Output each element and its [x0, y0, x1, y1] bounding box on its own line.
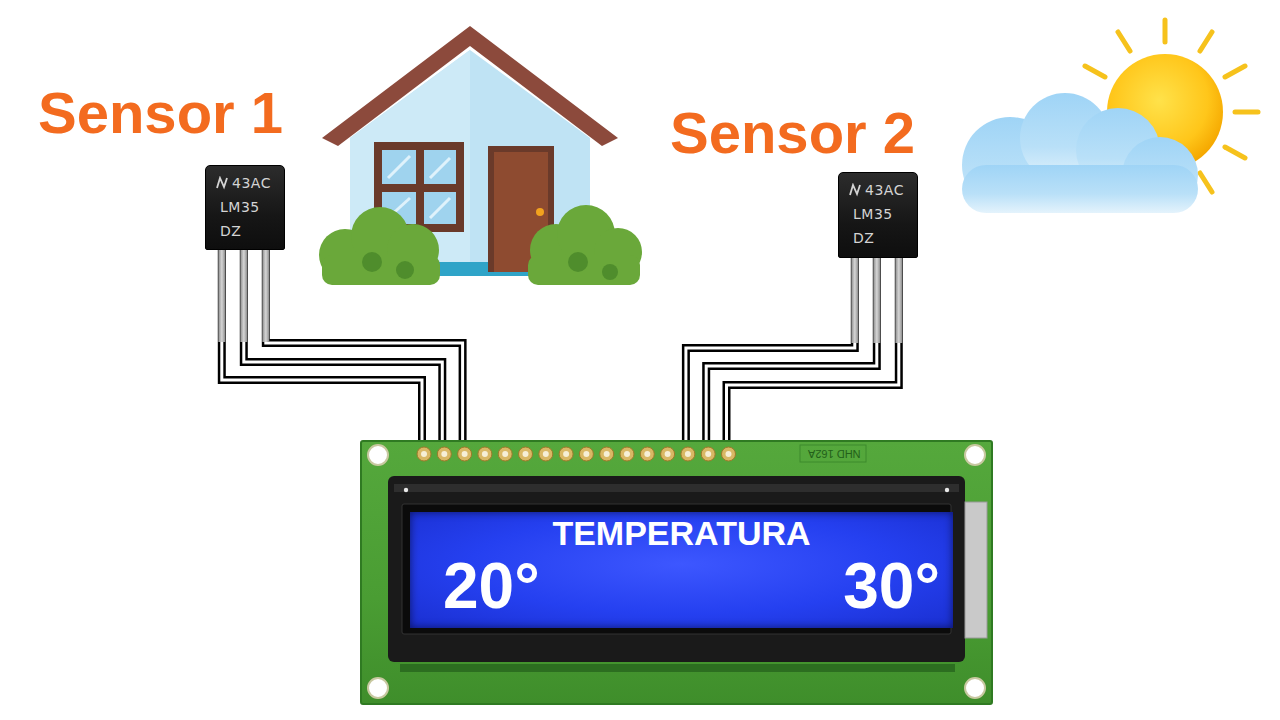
wire-outline	[686, 258, 855, 440]
wire-core	[706, 258, 877, 440]
pin-pad	[437, 447, 451, 461]
mounting-hole	[965, 445, 985, 465]
header-pin	[539, 447, 553, 461]
pin-pad	[661, 447, 675, 461]
chip-marking: 43AC	[232, 176, 271, 190]
pin-pad	[701, 447, 715, 461]
wire	[727, 258, 899, 440]
pin-pad	[417, 447, 431, 461]
header-pin	[620, 447, 634, 461]
header-pin	[458, 447, 472, 461]
pin-pad	[681, 447, 695, 461]
mounting-hole	[368, 678, 388, 698]
wire-outline	[727, 258, 899, 440]
wire-core	[727, 258, 899, 440]
chip-marking: LM35	[853, 207, 893, 221]
header-pin	[437, 447, 451, 461]
sensor-chip: 43AC LM35DZ	[838, 172, 918, 258]
header-pin	[701, 447, 715, 461]
maker-logo-mark	[850, 185, 860, 195]
sensor-label: Sensor 2	[670, 104, 915, 162]
pin-hole	[644, 451, 650, 457]
header-pin	[681, 447, 695, 461]
pin-hole	[462, 451, 468, 457]
temperature-reading: 20°	[443, 554, 540, 618]
pin-pad	[519, 447, 533, 461]
chip-marking: DZ	[853, 231, 874, 245]
pin-pad	[620, 447, 634, 461]
pin-hole	[543, 451, 549, 457]
pin-pad	[458, 447, 472, 461]
pin-hole	[523, 451, 529, 457]
display-title: TEMPERATURA	[410, 516, 953, 550]
house	[319, 26, 642, 285]
mounting-hole	[368, 445, 388, 465]
wire-core	[686, 258, 855, 440]
pin-hole	[482, 451, 488, 457]
wire-outline	[706, 258, 877, 440]
wire	[686, 258, 855, 440]
weather-icon	[962, 20, 1258, 213]
pin-hole	[604, 451, 610, 457]
maker-logo	[848, 183, 862, 197]
chip-marking: 43AC	[865, 183, 904, 197]
pin-hole	[421, 451, 427, 457]
pin-hole	[726, 451, 732, 457]
sensor-label: Sensor 1	[38, 84, 283, 142]
sensor-chip: 43AC LM35DZ	[205, 165, 285, 250]
bezel-edge	[394, 484, 959, 492]
temperature-reading: 30°	[843, 554, 940, 618]
pin-hole	[563, 451, 569, 457]
pin-hole	[583, 451, 589, 457]
chip-marking: DZ	[220, 224, 241, 238]
bezel-dot	[945, 488, 949, 492]
board-marking: NHD 162A	[808, 448, 861, 459]
lcd-module: NHD 162A TEMPERATURA 20° 30°	[360, 440, 993, 705]
header-pin	[661, 447, 675, 461]
pin-hole	[502, 451, 508, 457]
wire	[706, 258, 877, 440]
wire-outline	[266, 250, 463, 440]
pin-hole	[705, 451, 711, 457]
maker-logo-mark	[217, 178, 227, 188]
header-pin	[579, 447, 593, 461]
pin-pad	[640, 447, 654, 461]
header-pin	[640, 447, 654, 461]
lcd-screen: TEMPERATURA 20° 30°	[410, 512, 953, 628]
header-pin	[600, 447, 614, 461]
bezel-dot	[404, 488, 408, 492]
display-bezel	[388, 476, 965, 662]
pin-pad	[478, 447, 492, 461]
pin-hole	[624, 451, 630, 457]
pin-pad	[539, 447, 553, 461]
maker-logo	[215, 176, 229, 190]
mounting-hole	[965, 678, 985, 698]
board-trace	[400, 664, 955, 672]
silkscreen-box	[800, 445, 866, 462]
wire	[266, 250, 463, 440]
ribbon-cable	[965, 502, 987, 638]
pin-pad	[579, 447, 593, 461]
pin-hole	[665, 451, 671, 457]
wire-core	[266, 250, 463, 440]
pin-pad	[498, 447, 512, 461]
header-pin	[722, 447, 736, 461]
pin-pad	[722, 447, 736, 461]
header-pin	[559, 447, 573, 461]
pin-pad	[559, 447, 573, 461]
header-pin	[417, 447, 431, 461]
pin-hole	[441, 451, 447, 457]
pin-hole	[685, 451, 691, 457]
chip-marking: LM35	[220, 200, 260, 214]
header-pin	[498, 447, 512, 461]
header-pin	[478, 447, 492, 461]
pin-pad	[600, 447, 614, 461]
header-pin	[519, 447, 533, 461]
